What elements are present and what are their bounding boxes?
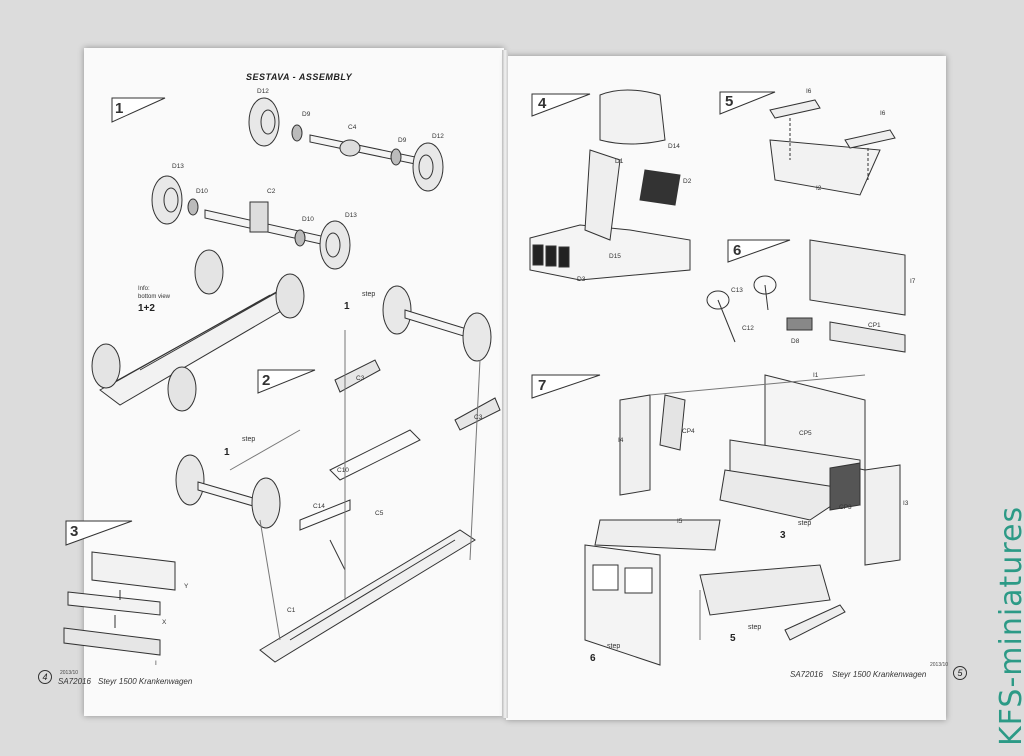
part-label: C5 (375, 510, 384, 517)
step-number-3: 3 (70, 523, 79, 540)
page-gutter (502, 50, 508, 718)
step5-floor-drawing (769, 99, 896, 196)
part-label: I1 (813, 372, 819, 379)
part-label: C2 (267, 188, 276, 195)
part-label: D15 (609, 253, 621, 260)
part-label: D3 (577, 276, 586, 283)
part-label: D12 (257, 88, 269, 95)
part-label: CP5 (799, 430, 812, 437)
step7-body-drawing (584, 374, 901, 666)
front-axle-drawing (248, 97, 444, 192)
step-ref-number: 1 (224, 447, 230, 458)
part-label: D14 (668, 143, 680, 150)
step6-drawing (706, 239, 906, 353)
step-number-2: 2 (262, 372, 271, 389)
chassis-bottom-view (91, 249, 305, 412)
part-label: D10 (302, 216, 314, 223)
step2-drawing (175, 285, 501, 663)
step-ref-word: step (798, 520, 812, 527)
step-ref-number: 1 (344, 301, 350, 312)
info-steps: 1+2 (138, 303, 155, 314)
assembly-title: SESTAVA - ASSEMBLY (246, 72, 353, 82)
part-label: C12 (742, 325, 754, 332)
info-label: Info: (138, 286, 150, 292)
part-label: X (162, 619, 167, 626)
part-label: D2 (683, 178, 692, 185)
step-ref-number: 5 (730, 633, 736, 644)
watermark: KFS-miniatures (964, 496, 1024, 746)
step-banner-1 (111, 97, 166, 123)
step-banner-3 (65, 520, 133, 546)
step-banner-6 (727, 239, 791, 263)
step-ref-word: step (748, 624, 762, 631)
part-label: C4 (348, 124, 357, 131)
watermark-text: KFS-miniatures (994, 505, 1024, 746)
footer-date-left: 2013/10 (60, 670, 79, 676)
part-label: D1 (615, 158, 624, 165)
step-ref-word: step (242, 436, 256, 443)
part-label: I4 (618, 437, 624, 444)
step-ref-number: 6 (590, 653, 596, 664)
footer-date-right: 2013/10 (930, 662, 949, 668)
part-label: I2 (816, 185, 822, 192)
info-bottom-view: bottom view (138, 294, 171, 300)
step-number-7: 7 (538, 377, 547, 394)
part-label: CP4 (682, 428, 695, 435)
footer-code-left: SA72016 (58, 677, 91, 686)
page-number-left: 4 (38, 670, 52, 684)
part-label: C3 (474, 414, 483, 421)
step-ref-word: step (362, 291, 376, 298)
part-label: D13 (345, 212, 357, 219)
part-label: D12 (432, 133, 444, 140)
footer-title-right: Steyr 1500 Krankenwagen (832, 670, 927, 679)
step-banner-7 (531, 374, 601, 399)
step-number-5: 5 (725, 93, 734, 110)
part-label: D10 (196, 188, 208, 195)
step4-hood-drawing (529, 89, 691, 281)
footer-title-left: Steyr 1500 Krankenwagen (98, 677, 193, 686)
part-label: I5 (677, 518, 683, 525)
step-ref-number: 3 (780, 530, 786, 541)
footer-code-right: SA72016 (790, 670, 823, 679)
part-label: C3 (356, 375, 365, 382)
part-label: I6 (806, 88, 812, 95)
part-label: CP1 (868, 322, 881, 329)
part-label: D13 (172, 163, 184, 170)
step-banner-5 (719, 91, 776, 115)
step-number-1: 1 (115, 100, 124, 117)
step-banner-2 (257, 369, 316, 394)
step-number-6: 6 (733, 242, 742, 259)
part-label: I6 (880, 110, 886, 117)
step3-seat-drawing (63, 551, 176, 656)
part-label: I7 (910, 278, 916, 285)
part-label: C10 (337, 467, 349, 474)
part-label: C14 (313, 503, 325, 510)
part-label: D9 (398, 137, 407, 144)
step-banner-4 (531, 93, 591, 117)
part-label: I (155, 660, 157, 667)
part-label: D8 (791, 338, 800, 345)
part-label: C1 (287, 607, 296, 614)
step-ref-word: step (607, 643, 621, 650)
part-label: I3 (903, 500, 909, 507)
part-label: CP3 (839, 504, 852, 511)
rear-axle-drawing (151, 175, 351, 270)
part-label: Y (184, 583, 189, 590)
page-number-right: 5 (953, 666, 967, 680)
part-label: D9 (302, 111, 311, 118)
part-label: C13 (731, 287, 743, 294)
step-number-4: 4 (538, 95, 547, 112)
